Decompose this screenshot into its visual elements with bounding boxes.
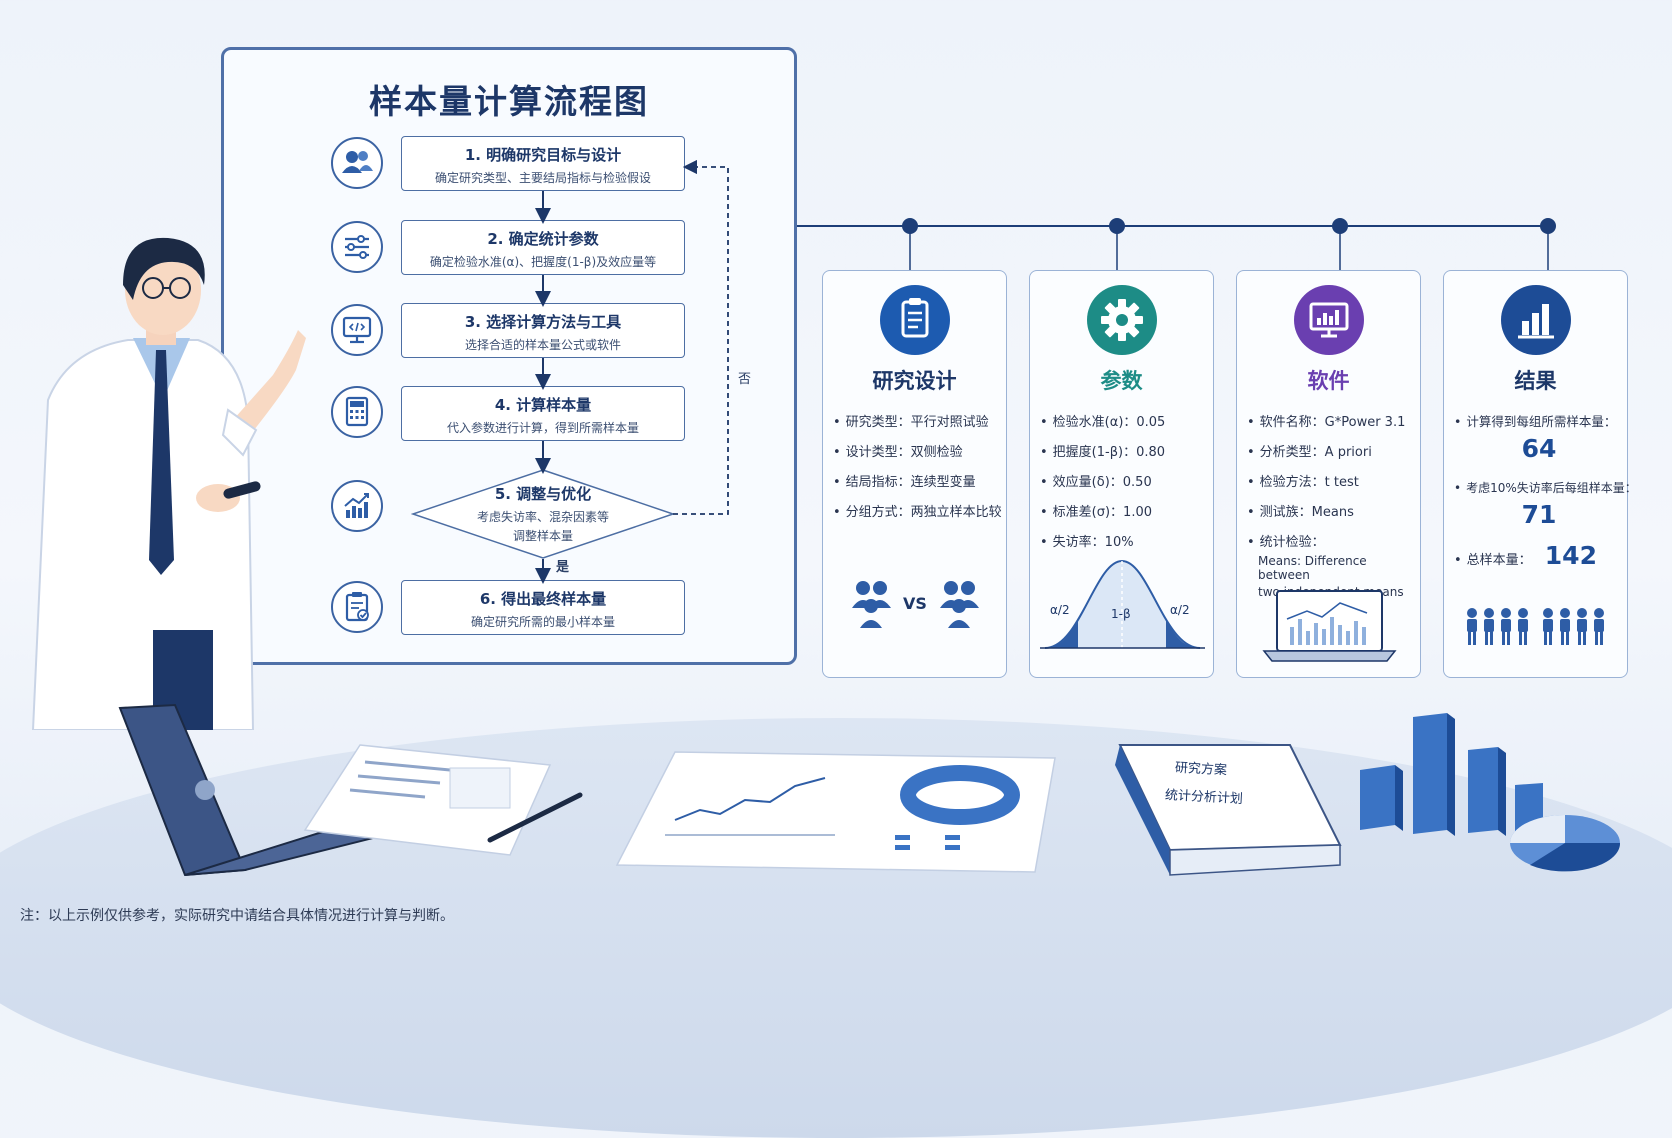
book-line-1: 研究方案 <box>1174 760 1228 779</box>
card-title: 参数 <box>1100 369 1143 393</box>
flow-step-1: 1. 明确研究目标与设计 确定研究类型、主要结局指标与检验假设 <box>401 136 685 191</box>
flow-step-desc: 考虑失访率、混杂因素等 <box>476 510 609 524</box>
card-item: 失访率：10% <box>1040 531 1210 550</box>
bar-chart-icon <box>1501 285 1571 355</box>
flow-step-desc: 代入参数进行计算，得到所需样本量 <box>446 421 639 435</box>
card-item: 标准差(σ)：1.00 <box>1040 501 1210 520</box>
laptop-chart-illustration <box>1262 590 1397 662</box>
card-items: 软件名称：G*Power 3.1 分析类型：A priori 检验方法：t te… <box>1247 411 1417 599</box>
card-study-design: 研究设计 研究类型：平行对照试验 设计类型：双侧检验 结局指标：连续型变量 分组… <box>822 270 1007 678</box>
book-illustration <box>1115 744 1342 876</box>
gear-icon <box>1087 285 1157 355</box>
card-title: 研究设计 <box>872 369 957 393</box>
chart-sheet-illustration <box>615 751 1056 873</box>
card-item: 分析类型：A priori <box>1247 441 1417 460</box>
flow-step-desc: 确定研究所需的最小样本量 <box>470 615 615 629</box>
software-chart-icon <box>1294 285 1364 355</box>
clipboard-check-icon <box>331 581 383 633</box>
flow-step-title: 2. 确定统计参数 <box>487 230 599 248</box>
flow-step-5: 5. 调整与优化 考虑失访率、混杂因素等 调整样本量 <box>411 483 675 544</box>
result-line: 总样本量： <box>1454 553 1532 568</box>
users-icon <box>331 137 383 189</box>
card-title: 结果 <box>1514 369 1557 393</box>
result-per-group-value: 64 <box>1521 434 1557 463</box>
trend-chart-icon <box>331 480 383 532</box>
monitor-code-icon <box>331 304 383 356</box>
card-parameters: 参数 检验水准(α)：0.05 把握度(1-β)：0.80 效应量(δ)：0.5… <box>1029 270 1214 678</box>
card-results: 结果 计算得到每组所需样本量： 64 考虑10%失访率后每组样本量： 71 总样… <box>1443 270 1637 678</box>
flowchart-title: 样本量计算流程图 <box>369 82 649 121</box>
people-row-illustration <box>1467 608 1604 645</box>
flow-step-5-diamond <box>411 469 675 559</box>
result-adjusted-value: 71 <box>1521 500 1557 529</box>
card-results-list: 计算得到每组所需样本量： 64 考虑10%失访率后每组样本量： 71 总样本量：… <box>1454 411 1637 570</box>
card-title: 软件 <box>1307 369 1350 393</box>
doctor-illustration <box>31 237 306 730</box>
curve-mid-label: 1-β <box>1111 607 1131 621</box>
flow-no-label: 否 <box>738 372 752 387</box>
flowchart-panel: 样本量计算流程图 1. 明确研究目标与设计 确定研究类型、主要结局指标与检验假设… <box>221 47 797 665</box>
card-item: 分组方式：两独立样本比较 <box>833 501 1003 520</box>
card-software: 软件 软件名称：G*Power 3.1 分析类型：A priori 检验方法：t… <box>1236 270 1421 678</box>
clipboard-icon <box>880 285 950 355</box>
connector-node <box>902 218 918 234</box>
flow-step-title: 6. 得出最终样本量 <box>479 590 607 608</box>
card-note: Means: Difference between <box>1258 554 1367 582</box>
card-item: 测试族：Means <box>1247 501 1417 520</box>
calculator-icon <box>331 386 383 438</box>
document-pen-illustration <box>303 744 583 856</box>
connector-node <box>1540 218 1556 234</box>
connector-node <box>1332 218 1348 234</box>
card-item: 设计类型：双侧检验 <box>833 441 1003 460</box>
card-items: 研究类型：平行对照试验 设计类型：双侧检验 结局指标：连续型变量 分组方式：两独… <box>833 411 1003 531</box>
curve-left-label: α/2 <box>1050 603 1070 617</box>
connector-node <box>1109 218 1125 234</box>
flow-step-desc-2: 调整样本量 <box>512 529 573 543</box>
group-vs-illustration <box>852 581 979 628</box>
flow-step-desc: 确定研究类型、主要结局指标与检验假设 <box>434 171 651 185</box>
card-item: 检验水准(α)：0.05 <box>1040 411 1210 430</box>
card-item: 研究类型：平行对照试验 <box>833 411 1003 430</box>
result-total-row: 总样本量： 142 <box>1454 541 1624 570</box>
normal-curve-illustration <box>1040 559 1205 649</box>
curve-right-label: α/2 <box>1170 603 1190 617</box>
card-item: 软件名称：G*Power 3.1 <box>1247 411 1417 430</box>
flow-yes-label: 是 <box>556 560 570 575</box>
laptop-illustration <box>118 703 406 877</box>
sliders-icon <box>331 221 383 273</box>
card-item: 结局指标：连续型变量 <box>833 471 1003 490</box>
card-item: 效应量(δ)：0.50 <box>1040 471 1210 490</box>
footnote: 注：以上示例仅供参考，实际研究中请结合具体情况进行计算与判断。 <box>20 908 454 924</box>
flow-step-title: 5. 调整与优化 <box>494 485 592 503</box>
book-line-2: 统计分析计划 <box>1164 787 1244 808</box>
card-item: 把握度(1-β)：0.80 <box>1040 441 1210 460</box>
flow-step-title: 1. 明确研究目标与设计 <box>464 146 622 164</box>
result-line: 计算得到每组所需样本量： <box>1454 411 1624 430</box>
vs-label: VS <box>903 594 927 613</box>
card-item: 统计检验： <box>1247 531 1417 550</box>
flow-step-title: 3. 选择计算方法与工具 <box>464 313 622 331</box>
result-line: 考虑10%失访率后每组样本量： <box>1454 479 1637 496</box>
card-items: 检验水准(α)：0.05 把握度(1-β)：0.80 效应量(δ)：0.50 标… <box>1040 411 1210 561</box>
flow-step-6: 6. 得出最终样本量 确定研究所需的最小样本量 <box>401 580 685 635</box>
flow-step-2: 2. 确定统计参数 确定检验水准(α)、把握度(1-β)及效应量等 <box>401 220 685 275</box>
flow-step-desc: 确定检验水准(α)、把握度(1-β)及效应量等 <box>429 255 657 269</box>
flow-step-title: 4. 计算样本量 <box>494 396 592 414</box>
card-item: 检验方法：t test <box>1247 471 1417 490</box>
result-total-value: 142 <box>1544 541 1597 570</box>
flow-arrows <box>535 159 729 584</box>
flow-step-4: 4. 计算样本量 代入参数进行计算，得到所需样本量 <box>401 386 685 441</box>
flow-step-desc: 选择合适的样本量公式或软件 <box>464 338 621 352</box>
bar-pie-illustration <box>1360 713 1621 872</box>
